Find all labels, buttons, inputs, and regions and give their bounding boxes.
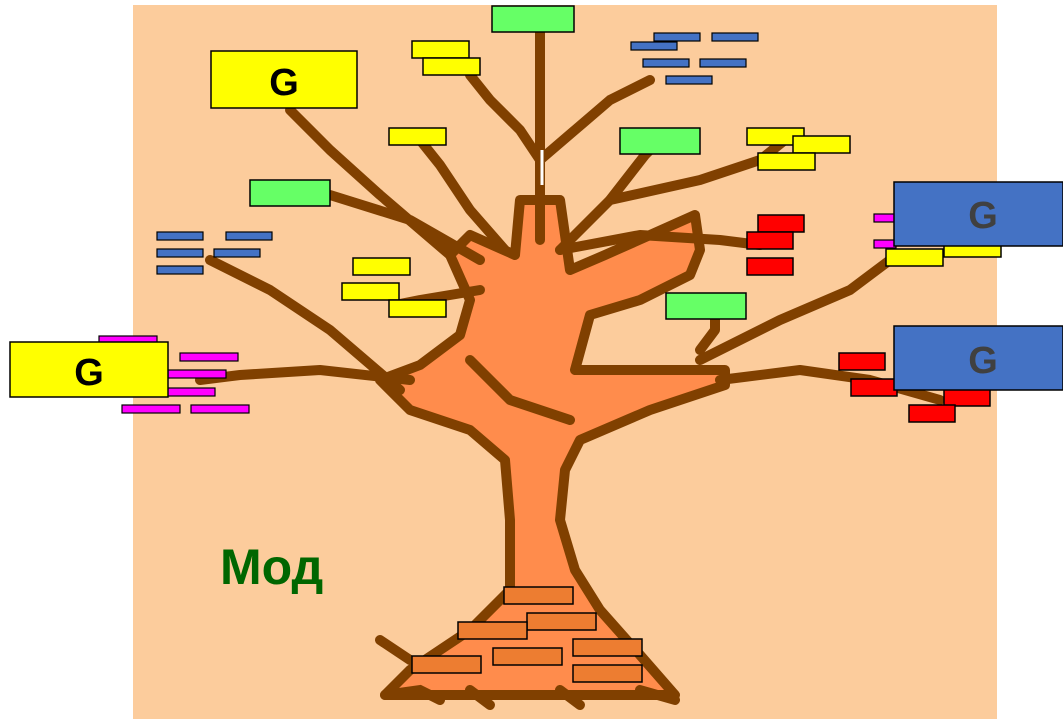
blue-block (213, 248, 261, 258)
yellow-block (388, 299, 447, 318)
g-label: G (968, 195, 998, 237)
blue-block (156, 265, 204, 275)
blue-block (156, 248, 204, 258)
magenta-block (167, 369, 227, 379)
yellow-block (341, 282, 400, 301)
blue-block (225, 231, 273, 241)
yellow-block (792, 135, 851, 154)
red-block (746, 257, 794, 276)
orange-block (457, 621, 528, 640)
blue-block (630, 41, 678, 51)
red-block (850, 378, 898, 397)
blue-block (699, 58, 747, 68)
caption-text: Мод (220, 539, 323, 595)
yellow-blocks (341, 40, 1002, 318)
magenta-block (179, 352, 239, 362)
blue-block (665, 75, 713, 85)
orange-block (572, 664, 643, 683)
g-box-left: G (9, 341, 169, 398)
yellow-block (422, 57, 481, 76)
magenta-block (873, 213, 897, 223)
orange-block (411, 655, 482, 674)
yellow-block (757, 152, 816, 171)
yellow-block (411, 40, 470, 59)
orange-block (572, 638, 643, 657)
blue-block (642, 58, 690, 68)
yellow-block (885, 248, 944, 267)
yellow-block (352, 257, 411, 276)
magenta-block (873, 239, 897, 249)
g-box-right-bottom: G (893, 325, 1063, 391)
green-blocks (249, 5, 747, 320)
red-block (838, 352, 886, 371)
g-label: G (968, 340, 998, 382)
yellow-block (388, 127, 447, 146)
orange-root-blocks (411, 586, 643, 683)
red-block (943, 388, 991, 407)
red-block (908, 404, 956, 423)
magenta-block (190, 404, 250, 414)
green-block (491, 5, 575, 33)
blue-block (711, 32, 759, 42)
tree-roots (375, 635, 680, 710)
orange-block (492, 647, 563, 666)
green-block (619, 127, 701, 155)
blue-block (653, 32, 701, 42)
red-block (757, 214, 805, 233)
green-block (249, 179, 331, 207)
tree-trunk (375, 195, 730, 700)
g-box-top-left: G (210, 50, 358, 109)
orange-block (526, 612, 597, 631)
g-label: G (269, 62, 299, 104)
magenta-block (121, 404, 181, 414)
g-box-right-top: G (893, 181, 1063, 247)
g-label: G (74, 352, 104, 394)
green-block (665, 292, 747, 320)
blue-block (156, 231, 204, 241)
magenta-blocks (98, 213, 897, 414)
red-block (746, 231, 794, 250)
red-blocks (746, 214, 991, 423)
orange-block (503, 586, 574, 605)
blue-blocks (156, 32, 759, 275)
